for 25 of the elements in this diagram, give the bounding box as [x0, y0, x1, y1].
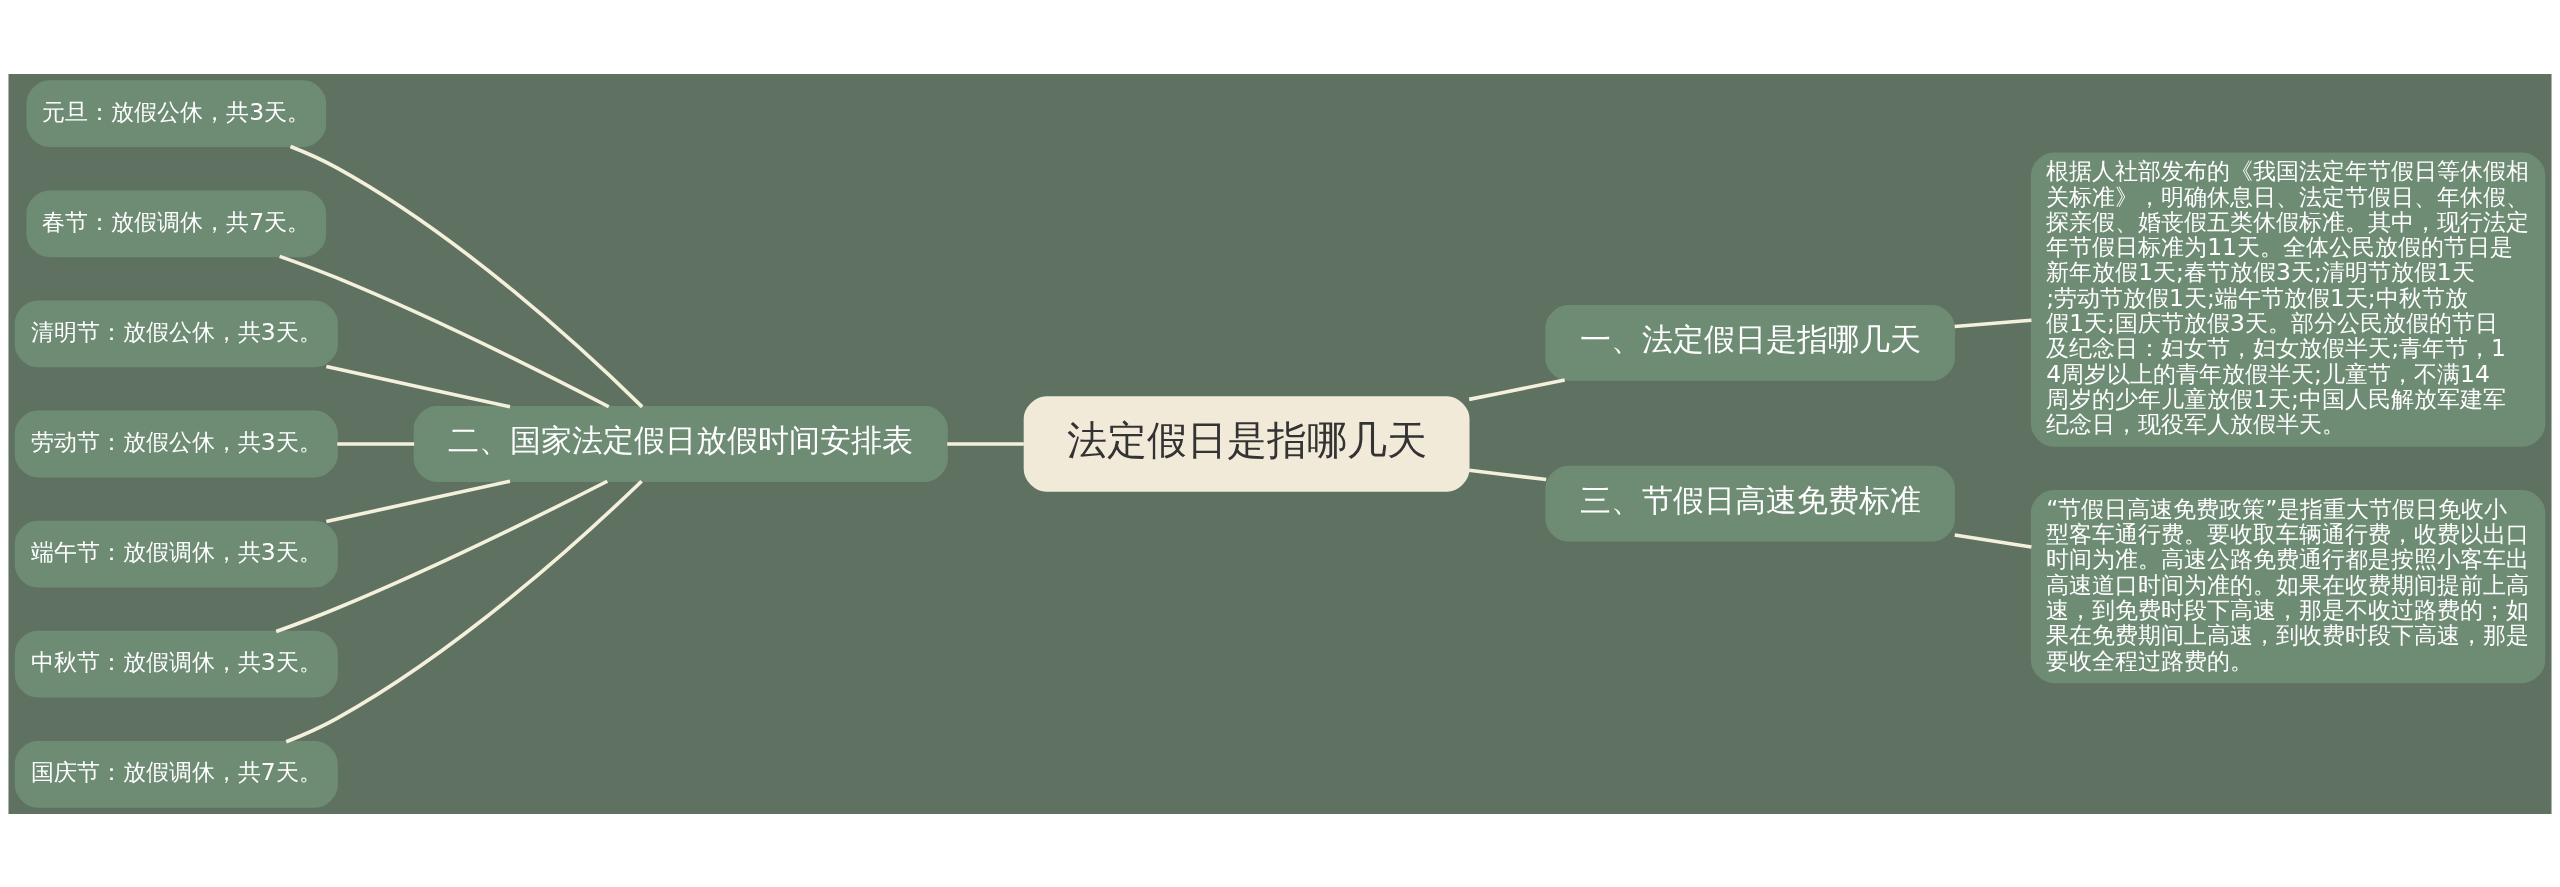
node-box: 二、国家法定假日放假时间安排表	[413, 405, 948, 482]
node-box: 劳动节：放假公休，共3天。	[14, 410, 338, 477]
node-box: 法定假日是指哪几天	[1023, 395, 1470, 492]
node-box: 中秋节：放假调休，共3天。	[14, 630, 338, 698]
node-box: 春节：放假调休，共7天。	[26, 189, 327, 257]
connector	[1468, 377, 1566, 401]
node-box: 根据人社部发布的《我国法定年节假日等休假相关标准》，明确休息日、法定节假日、年休假、探亲假、婚丧假五类休假标准。其中，现行法定年节假日标准为11天。全体公民放假的节日是新年放假1天;春节放假3天;清明节放假1天;劳动节放假1天;端午节放假1天;中秋节放假1天;国庆节放假3天。部分公民放假的节日及纪念日：妇女节，妇女放假半天;青年节，14周岁以上的青年放假半天;儿童节，不满14周岁的少年儿童放假1天;中国人民解放军建军纪念日，现役军人放假半天。	[2030, 152, 2546, 447]
node-box: 端午节：放假调休，共3天。	[14, 520, 338, 587]
connector	[337, 441, 415, 446]
connector	[1468, 468, 1547, 481]
node-box: 元旦：放假公休，共3天。	[26, 79, 327, 147]
node-box: 清明节：放假公休，共3天。	[14, 300, 338, 367]
connector	[325, 478, 511, 523]
connector	[285, 479, 643, 743]
connector	[325, 364, 511, 409]
node-box: 国庆节：放假调休，共7天。	[14, 740, 338, 808]
connector	[1954, 532, 2032, 549]
connector	[1954, 318, 2032, 328]
node-box: “节假日高速免费政策”是指重大节假日免收小型客车通行费。要收取车辆通行费，收费以出口时间为准。高速公路免费通行都是按照小客车出高速道口时间为准的。如果在收费期间提前上高速，到免费时段下高速，那是不收过路费的；如果在免费期间上高速，到收费时段下高速，那是要收全程过路费的。	[2030, 489, 2546, 683]
connector	[289, 144, 644, 408]
connector	[947, 441, 1024, 446]
node-box: 一、法定假日是指哪几天	[1545, 304, 1955, 381]
connector	[275, 479, 609, 633]
connector	[279, 254, 610, 408]
node-box: 三、节假日高速免费标准	[1545, 465, 1955, 541]
